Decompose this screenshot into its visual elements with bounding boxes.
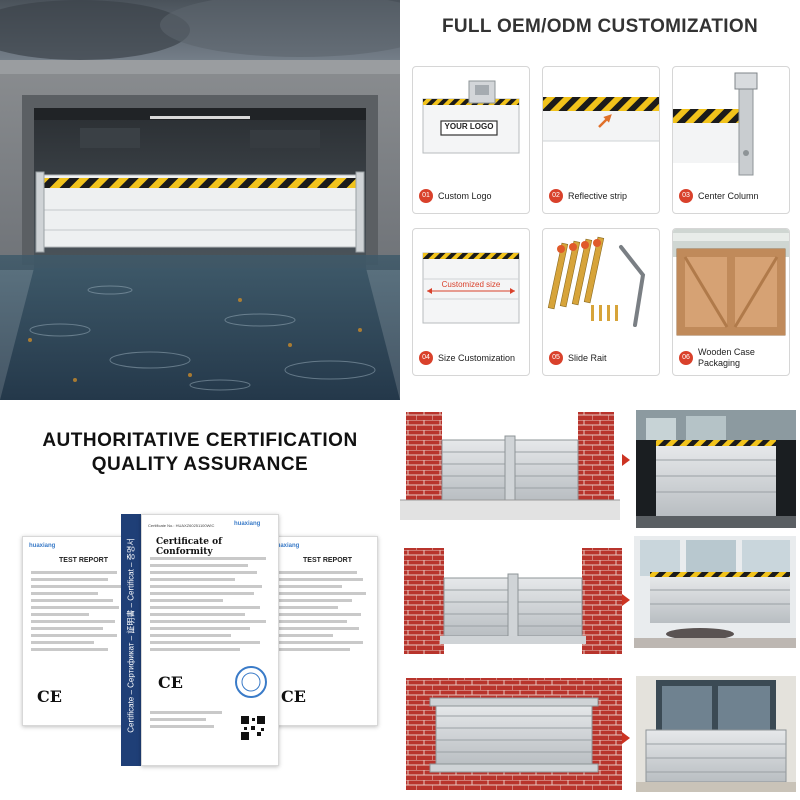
card-wooden-case: 06 Wooden Case Packaging [672, 228, 790, 376]
card-custom-logo: YOUR LOGO 01 Custom Logo [412, 66, 530, 214]
doc-text-lines [31, 571, 127, 655]
card-caption: 01 Custom Logo [419, 181, 525, 211]
card-caption: 04 Size Customization [419, 343, 525, 373]
card-slide-rait: 05 Slide Rait [542, 228, 660, 376]
customization-section: FULL OEM/ODM CUSTOMIZATION YOUR LOGO 01 … [400, 0, 800, 400]
doc-brand: huaxiang [273, 543, 300, 549]
certificate-side-band: Certificate – Сертификат – 証明書 – Certifi… [121, 514, 141, 766]
photo-row1 [636, 410, 796, 528]
card-caption: 05 Slide Rait [549, 343, 655, 373]
card-label: Reflective strip [568, 190, 628, 201]
ce-mark: CE [158, 673, 183, 692]
ce-mark: CE [37, 687, 62, 706]
card-label: Center Column [698, 190, 759, 201]
hero-photo-garage-flood [0, 0, 400, 400]
card-label: Slide Rait [568, 352, 607, 363]
card-caption: 03 Center Column [679, 181, 785, 211]
installation-illustrations [400, 410, 796, 792]
installation-scenes-section [400, 400, 800, 800]
certification-heading-line2: QUALITY ASSURANCE [91, 454, 309, 475]
photo-row3 [636, 676, 796, 792]
certificate-title: Certificate of Conformity [156, 537, 222, 557]
card-number: 04 [419, 351, 433, 365]
customization-title: FULL OEM/ODM CUSTOMIZATION [441, 16, 758, 37]
certificate-seal-icon [235, 666, 267, 698]
diagram-row3 [406, 678, 622, 790]
doc-title: TEST REPORT [303, 557, 353, 564]
side-band-text: Certificate – Сертификат – 証明書 – Certifi… [126, 538, 136, 733]
barrier-logo-image [422, 80, 520, 154]
test-report-left: huaxiang TEST REPORT CE [22, 536, 134, 726]
certification-heading-line1: AUTHORITATIVE CERTIFICATION [42, 430, 358, 451]
card-number: 01 [419, 189, 433, 203]
certificate-of-conformity: Certificate No.: HUAXZ60251100WIC huaxia… [141, 514, 279, 766]
card-number: 02 [549, 189, 563, 203]
center-column-image [673, 72, 758, 176]
logo-placeholder-text: YOUR LOGO [444, 122, 494, 131]
card-center-column: 03 Center Column [672, 66, 790, 214]
ce-mark: CE [281, 687, 306, 706]
test-report-right: huaxiang TEST REPORT CE [266, 536, 378, 726]
card-label: Wooden Case Packaging [698, 347, 755, 368]
doc-footer-lines [150, 711, 230, 732]
certificate-number: Certificate No.: HUAXZ60251100WIC [148, 523, 215, 528]
photo-row2 [634, 536, 796, 648]
card-caption: 02 Reflective strip [549, 181, 655, 211]
card-number: 03 [679, 189, 693, 203]
diagram-row1 [400, 412, 620, 520]
size-customization-image [422, 252, 520, 324]
doc-brand: huaxiang [234, 521, 261, 527]
card-size-customization: Customized size 04 Size Customization [412, 228, 530, 376]
card-caption: 06 Wooden Case Packaging [679, 343, 785, 373]
doc-brand: huaxiang [29, 543, 56, 549]
card-number: 06 [679, 351, 693, 365]
card-number: 05 [549, 351, 563, 365]
diagram-row2 [404, 548, 622, 654]
anchor-bolts-image [547, 236, 646, 327]
card-reflective-strip: 02 Reflective strip [542, 66, 660, 214]
doc-text-lines [275, 571, 371, 655]
card-label: Custom Logo [438, 190, 492, 201]
doc-title: TEST REPORT [59, 557, 109, 564]
wooden-case-image [673, 229, 789, 336]
certification-section: AUTHORITATIVE CERTIFICATION QUALITY ASSU… [0, 400, 400, 800]
card-label: Size Customization [438, 352, 516, 363]
doc-text-lines [150, 557, 272, 655]
size-label: Customized size [441, 280, 501, 289]
garage-flood-illustration [0, 0, 400, 400]
reflective-strip-image [543, 97, 659, 142]
qr-code-icon [240, 715, 266, 741]
